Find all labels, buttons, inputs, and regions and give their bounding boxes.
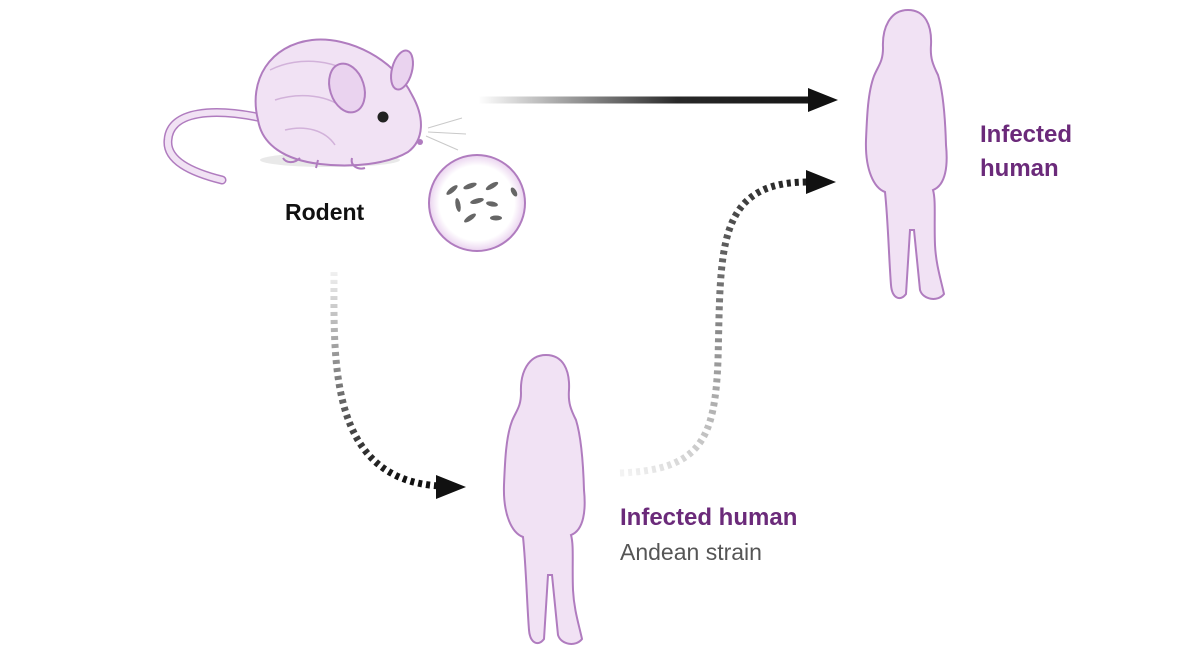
rodent-illustration xyxy=(163,38,467,185)
infected-human-label-bottom: Infected human xyxy=(620,504,798,531)
strain-label: Andean strain xyxy=(620,539,762,565)
direct-transmission-arrow xyxy=(478,88,838,112)
rodent-to-human-arrow xyxy=(330,271,466,499)
human-silhouette xyxy=(502,353,586,645)
infected-human-label-top: Infected human xyxy=(980,121,1073,182)
human-silhouette xyxy=(864,8,948,300)
human-to-human-arrow xyxy=(619,170,836,477)
virus-particles-icon xyxy=(428,154,526,252)
rodent-label: Rodent xyxy=(285,199,365,225)
